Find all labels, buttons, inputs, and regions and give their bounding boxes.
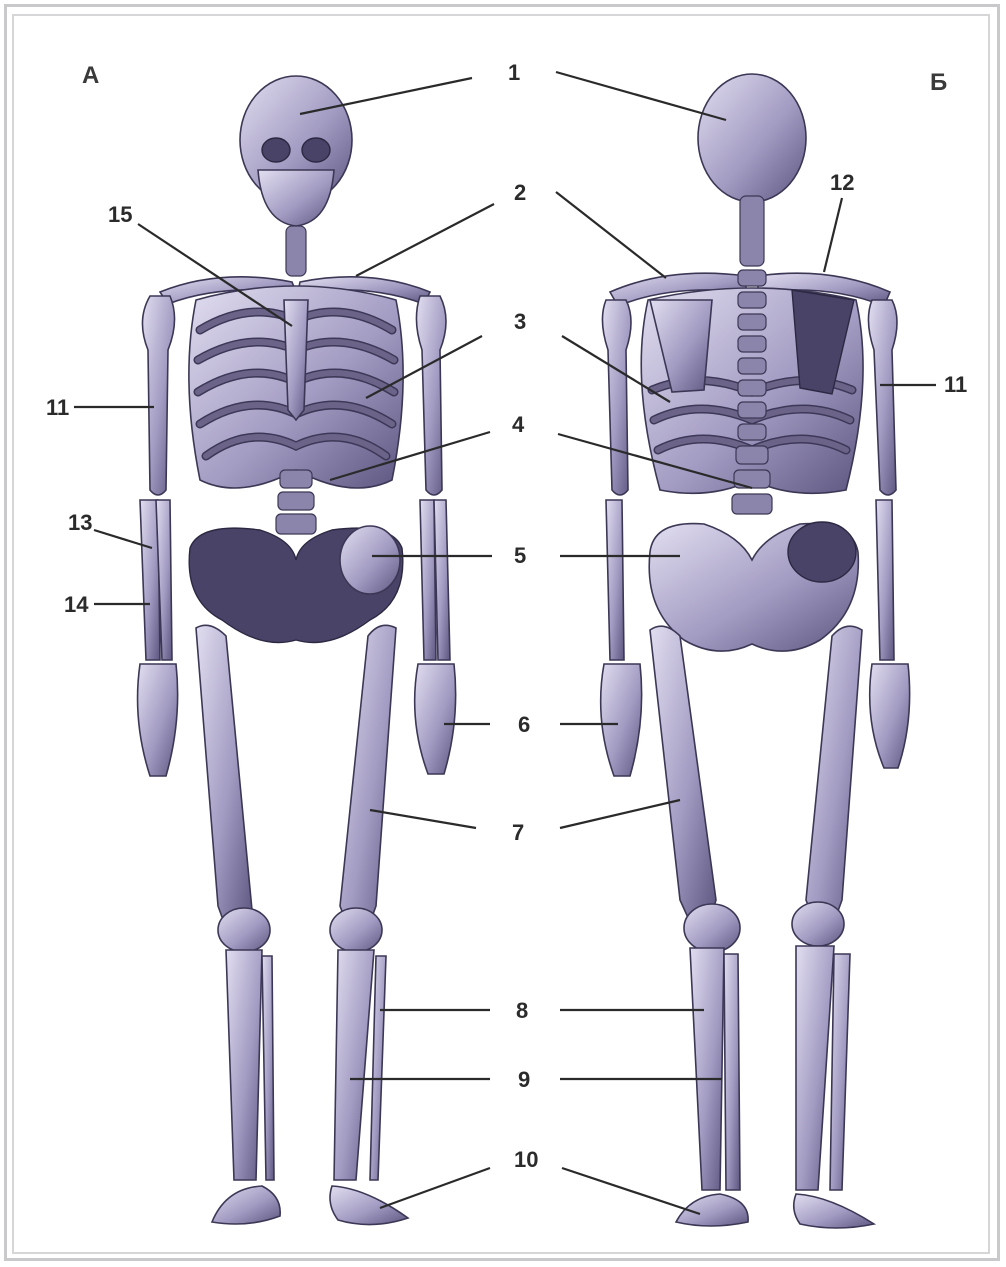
label-8: 8 [516,998,528,1023]
back-hand-right [870,664,910,768]
label-7: 7 [512,820,524,845]
label-4: 4 [512,412,525,437]
label-10: 10 [514,1147,538,1172]
back-tibia-left [690,948,724,1190]
front-hand-right [415,664,456,774]
back-femur-right [806,626,862,922]
front-humerus-right [416,296,446,495]
label-11-back: 11 [944,372,967,397]
back-hand-left [601,664,642,776]
front-fibula-left [262,956,274,1180]
front-sternum [284,300,308,420]
leader-12 [824,198,842,272]
back-iliac-wing-right [788,522,856,582]
front-humerus-left [142,296,174,495]
back-knee-left [684,904,740,952]
leader-7-front [370,810,476,828]
leader-10-front [380,1168,490,1208]
front-neck [286,226,306,276]
back-skeleton [601,74,910,1228]
label-2: 2 [514,180,526,205]
leader-7-back [560,800,680,828]
back-femur-left [650,626,716,922]
front-fibula-right [370,956,386,1180]
view-label-front: А [82,62,99,89]
front-radius-right [420,500,436,660]
front-tibia-right [334,950,374,1180]
label-5: 5 [514,543,526,568]
leader-1-back [556,72,726,120]
label-13: 13 [68,510,92,535]
label-12: 12 [830,170,854,195]
front-femur-left [196,625,252,928]
front-lumbar-spine [276,470,316,534]
leader-10-back [562,1168,700,1214]
label-11-front: 11 [46,395,69,420]
front-knee-right [330,908,382,952]
leader-2-back [556,192,666,278]
label-9: 9 [518,1067,530,1092]
leader-2-front [356,204,494,276]
front-foot-left [212,1186,280,1224]
front-knee-left [218,908,270,952]
label-3: 3 [514,309,526,334]
front-tibia-left [226,950,262,1180]
back-skull [698,74,806,202]
front-hand-left [138,664,178,776]
back-forearm-right [876,500,894,660]
label-6: 6 [518,712,530,737]
back-fibula-left [724,954,740,1190]
front-foot-right [330,1186,408,1225]
front-eye-socket-left [262,138,290,162]
label-1: 1 [508,60,520,85]
front-femur-right [340,625,396,928]
view-label-back: Б [930,69,947,96]
front-eye-socket-right [302,138,330,162]
back-neck [740,196,764,266]
back-humerus-left [602,300,631,495]
back-foot-right [794,1194,874,1228]
back-forearm-left [606,500,624,660]
back-fibula-right [830,954,850,1190]
back-tibia-right [796,946,834,1190]
back-knee-right [792,902,844,946]
label-14: 14 [64,592,89,617]
back-humerus-right [868,300,897,495]
label-15: 15 [108,202,132,227]
front-jaw [258,170,334,226]
front-iliac-crest [340,526,400,594]
